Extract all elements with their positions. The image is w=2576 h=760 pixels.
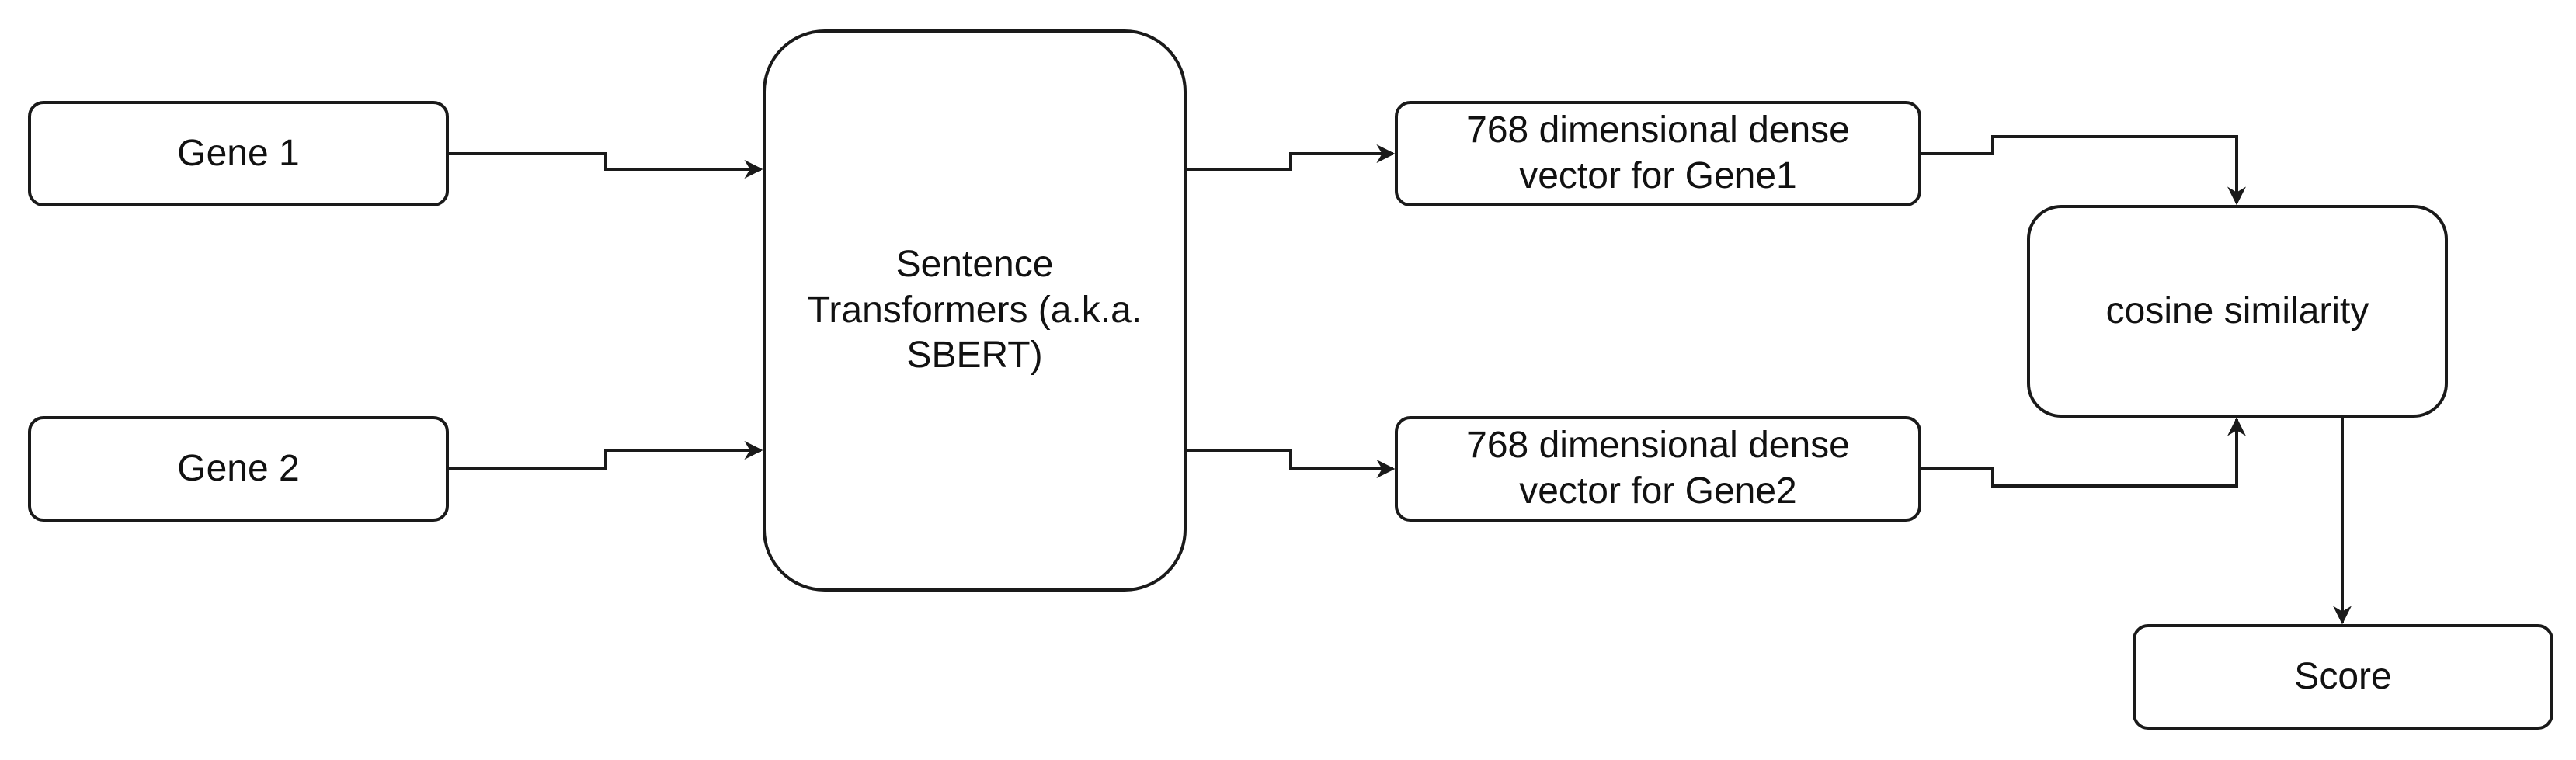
score-box: Score [2133, 624, 2553, 730]
arrow-vector-gene2-to-cosine [1921, 417, 2246, 488]
gene2-box: Gene 2 [28, 416, 449, 522]
cosine-similarity-label: cosine similarity [2105, 290, 2369, 331]
vector-gene1-label: 768 dimensional dense vector for Gene1 [1466, 109, 1850, 196]
arrow-sbert-to-vector-gene2 [1187, 449, 1396, 478]
sentence-transformers-label: Sentence Transformers (a.k.a. SBERT) [807, 244, 1142, 377]
sentence-transformers-box: Sentence Transformers (a.k.a. SBERT) [763, 29, 1187, 592]
arrow-sbert-to-vector-gene1 [1187, 144, 1396, 171]
score-label: Score [2294, 655, 2392, 697]
vector-gene2-box: 768 dimensional dense vector for Gene2 [1395, 416, 1921, 522]
arrow-gene2-to-sbert [449, 441, 763, 470]
arrow-vector-gene1-to-cosine [1921, 135, 2246, 206]
cosine-similarity-box: cosine similarity [2027, 205, 2448, 418]
vector-gene1-box: 768 dimensional dense vector for Gene1 [1395, 101, 1921, 206]
gene2-label: Gene 2 [177, 447, 300, 489]
gene1-box: Gene 1 [28, 101, 449, 206]
gene1-label: Gene 1 [177, 132, 300, 174]
vector-gene2-label: 768 dimensional dense vector for Gene2 [1466, 425, 1850, 512]
arrow-gene1-to-sbert [449, 152, 763, 179]
